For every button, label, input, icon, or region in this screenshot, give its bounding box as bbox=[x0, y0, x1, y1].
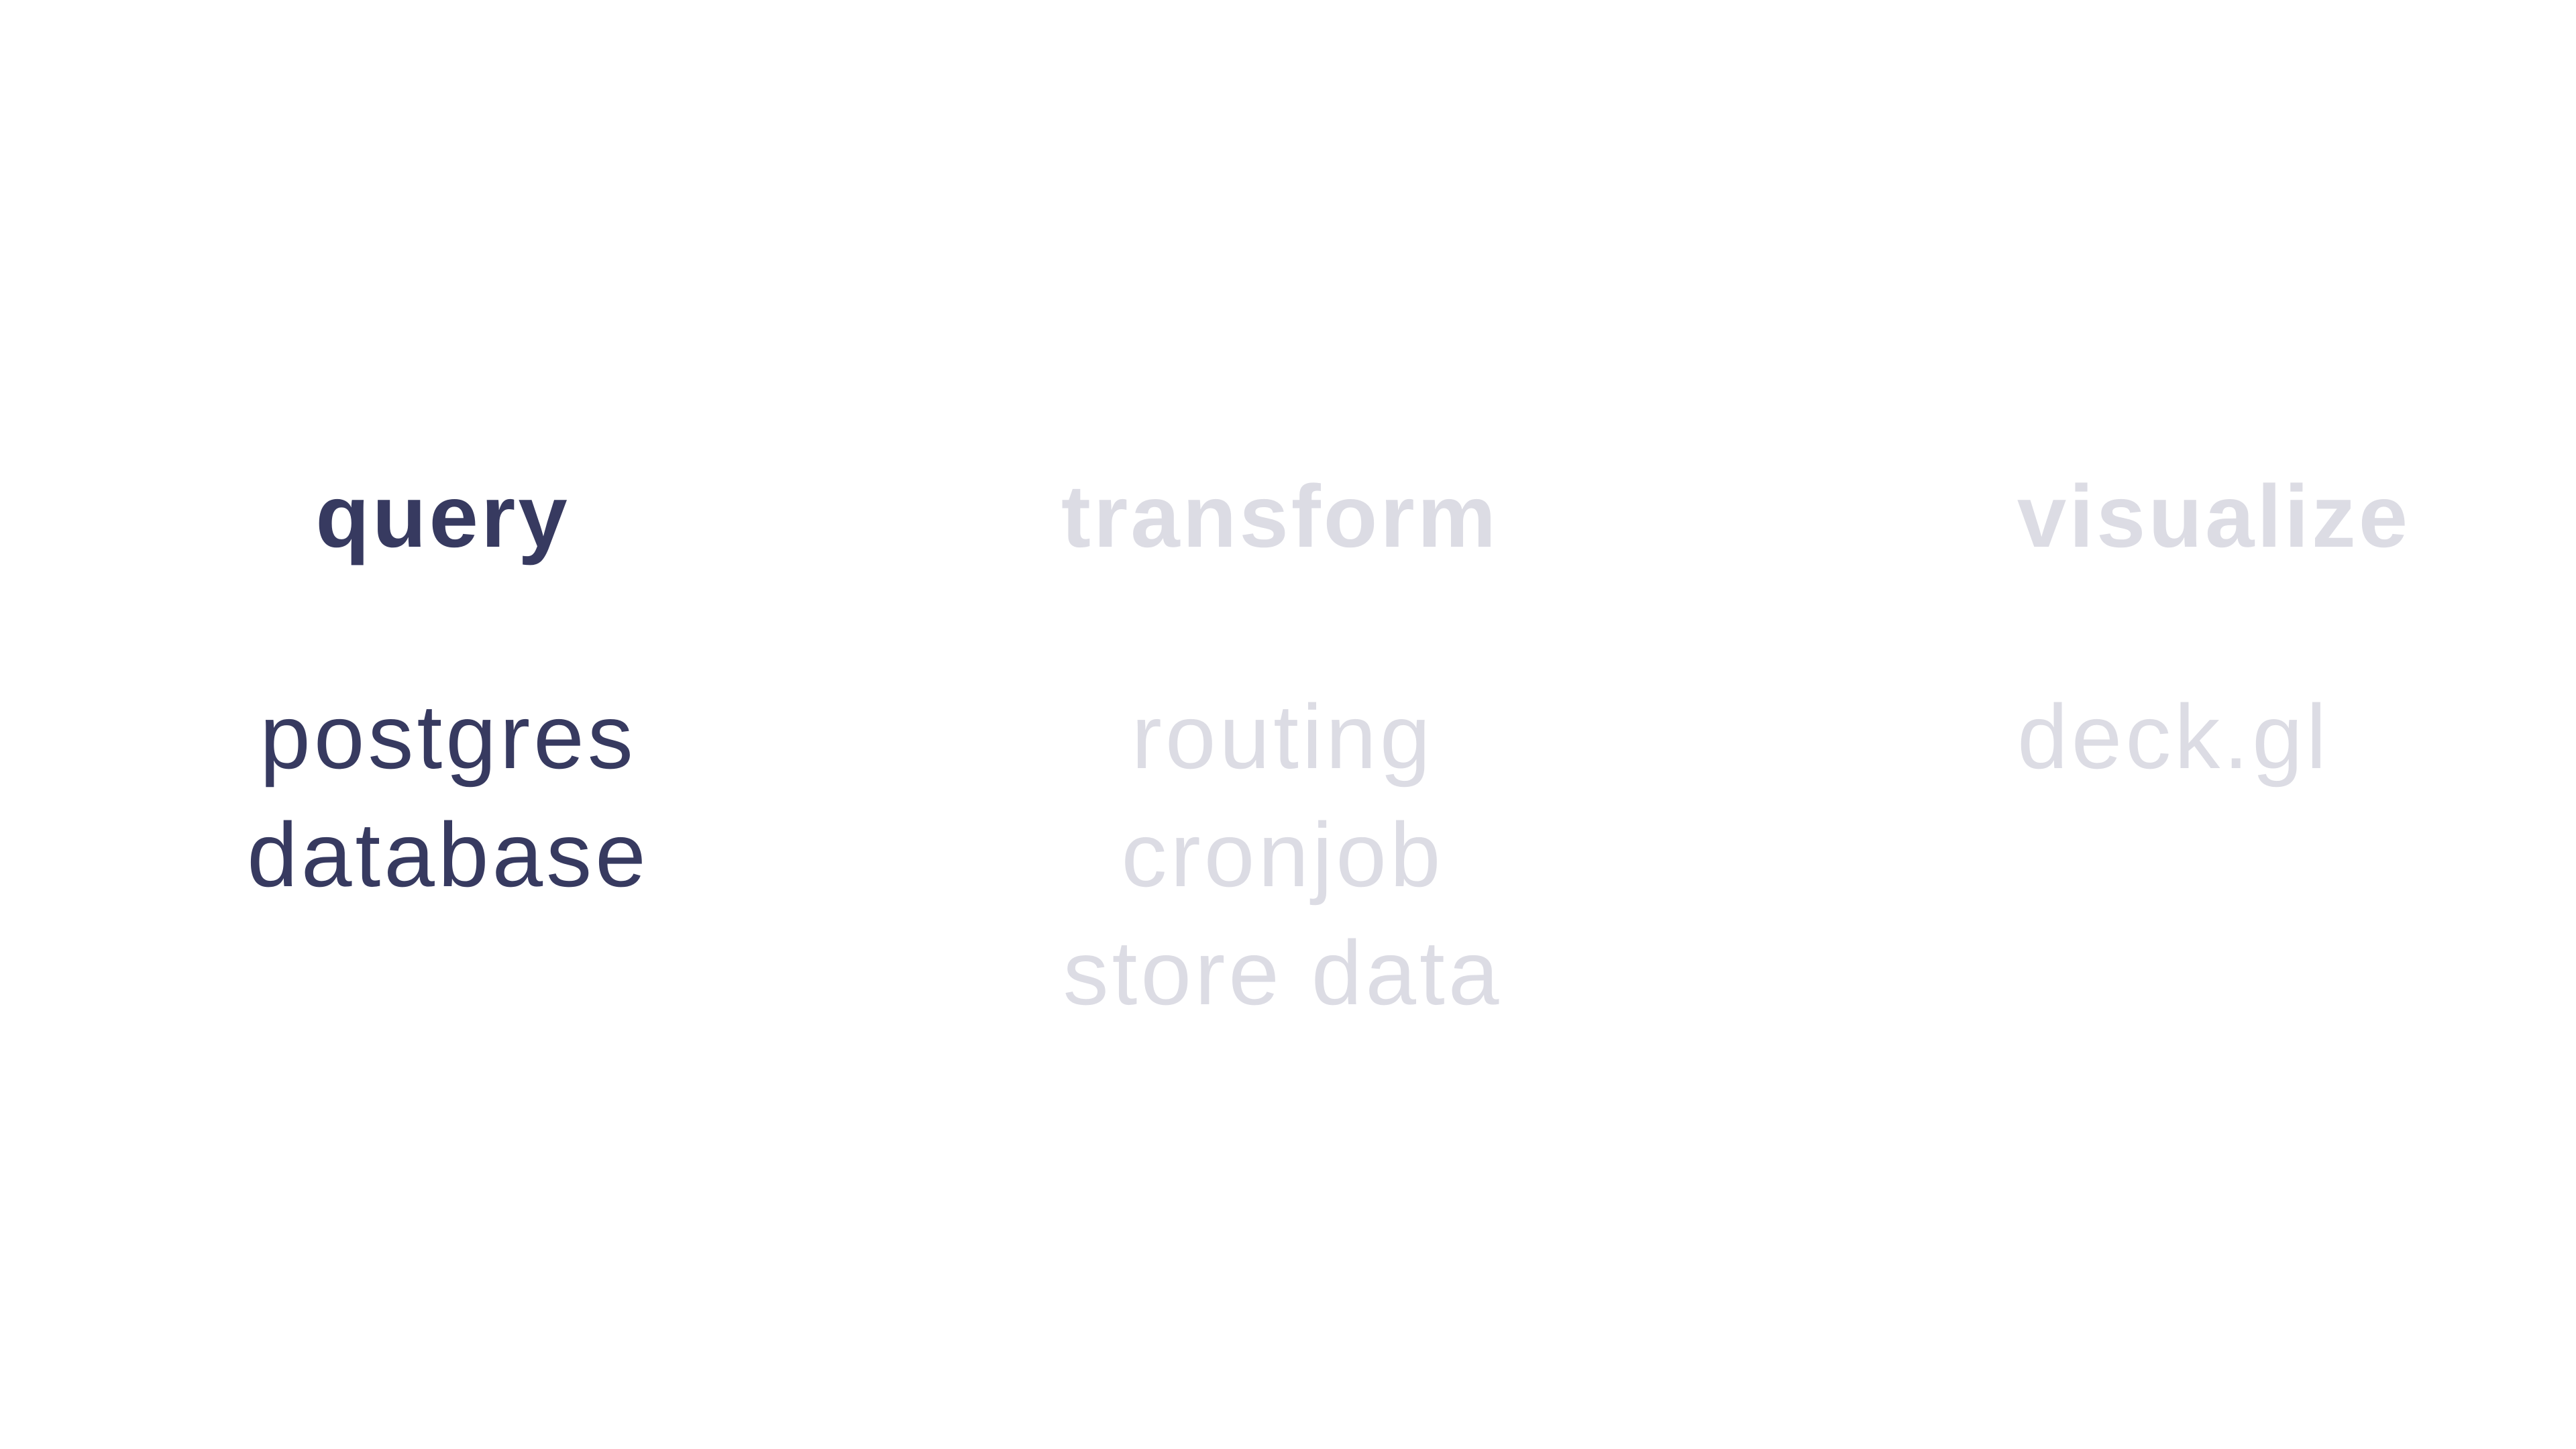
column-items-transform: routing cronjob store data bbox=[914, 678, 1652, 1032]
column-heading-visualize: visualize bbox=[2017, 467, 2411, 566]
column-items-query: postgres database bbox=[79, 678, 817, 914]
list-item: routing bbox=[1131, 686, 1434, 788]
list-item: deck.gl bbox=[2017, 686, 2330, 788]
column-heading-transform: transform bbox=[1061, 467, 1499, 566]
list-item: store data bbox=[1063, 922, 1503, 1024]
list-item: database bbox=[247, 804, 649, 906]
column-items-visualize: deck.gl bbox=[1805, 678, 2542, 796]
list-item: cronjob bbox=[1121, 804, 1444, 906]
list-item: postgres bbox=[260, 686, 637, 788]
column-heading-query: query bbox=[315, 467, 570, 566]
